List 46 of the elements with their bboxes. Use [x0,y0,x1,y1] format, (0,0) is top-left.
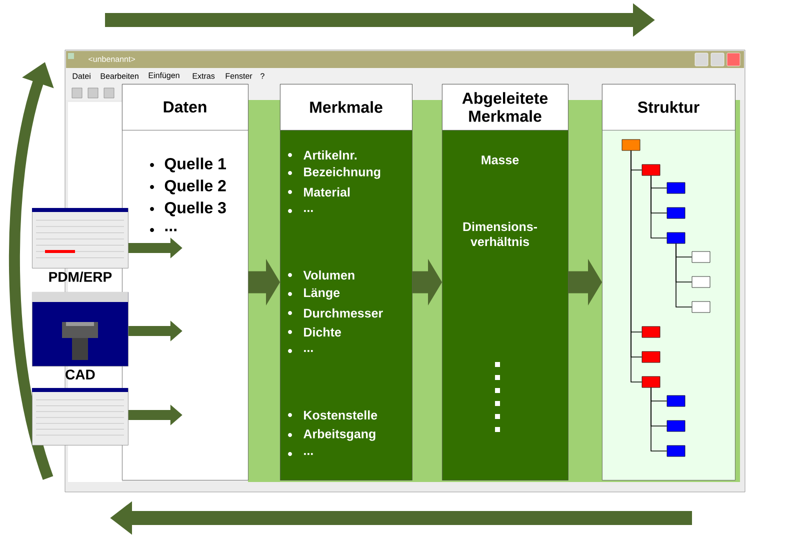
tree-box [622,139,640,151]
screenshot-picture [32,388,128,446]
bullet-item: Länge [288,288,340,300]
derived-feature: Masse [482,156,519,164]
bullet-item: ... [150,228,176,232]
tree-box [666,420,686,432]
menu-item: Bearbeiten [100,73,138,79]
bullet-item: Bezeichnung [288,167,380,179]
window-title: <unbenannt> [88,56,135,62]
bullet-item: Arbeitsgang [288,429,376,441]
bullet-item: Material [288,187,350,197]
tree-line [650,387,668,452]
source-label: PDM/ERP [49,272,112,282]
column-heading: Daten [122,84,248,130]
tree-box [666,395,686,407]
tree-line [650,175,668,238]
tree-box [692,276,710,288]
bullet-item: Artikelnr. [288,150,357,160]
menu-item: ? [260,73,264,79]
tree-box [642,164,660,176]
derived-feature: Dimensions-verhältnis [463,222,537,246]
bullet-item: Quelle 1 [150,158,226,172]
bullet-item: Dichte [288,327,341,337]
tree-box [666,232,686,244]
bullet-item: Volumen [288,270,354,280]
tree-box [642,326,660,338]
column-heading: Merkmale [280,84,412,130]
menu-item: Datei [72,73,90,79]
tree-box [666,207,686,219]
tree-box [642,351,660,363]
bullet-item: Quelle 3 [150,202,226,216]
column-heading: Abgeleitete Merkmale [442,84,568,130]
source-label: CAD [66,370,95,380]
tree-box [666,445,686,457]
tree-box [692,301,710,313]
bullet-item: ... [288,452,313,456]
bullet-item: ... [288,349,313,353]
tree-box [666,182,686,194]
column-heading: Struktur [602,84,736,130]
tree-box [692,251,710,263]
bullet-item: Durchmesser [288,308,383,318]
bullet-item: Quelle 2 [150,180,226,194]
tree-box [642,376,660,388]
bullet-item: Kostenstelle [288,410,378,420]
bullet-item: ... [288,209,313,213]
tree-line [676,243,692,308]
